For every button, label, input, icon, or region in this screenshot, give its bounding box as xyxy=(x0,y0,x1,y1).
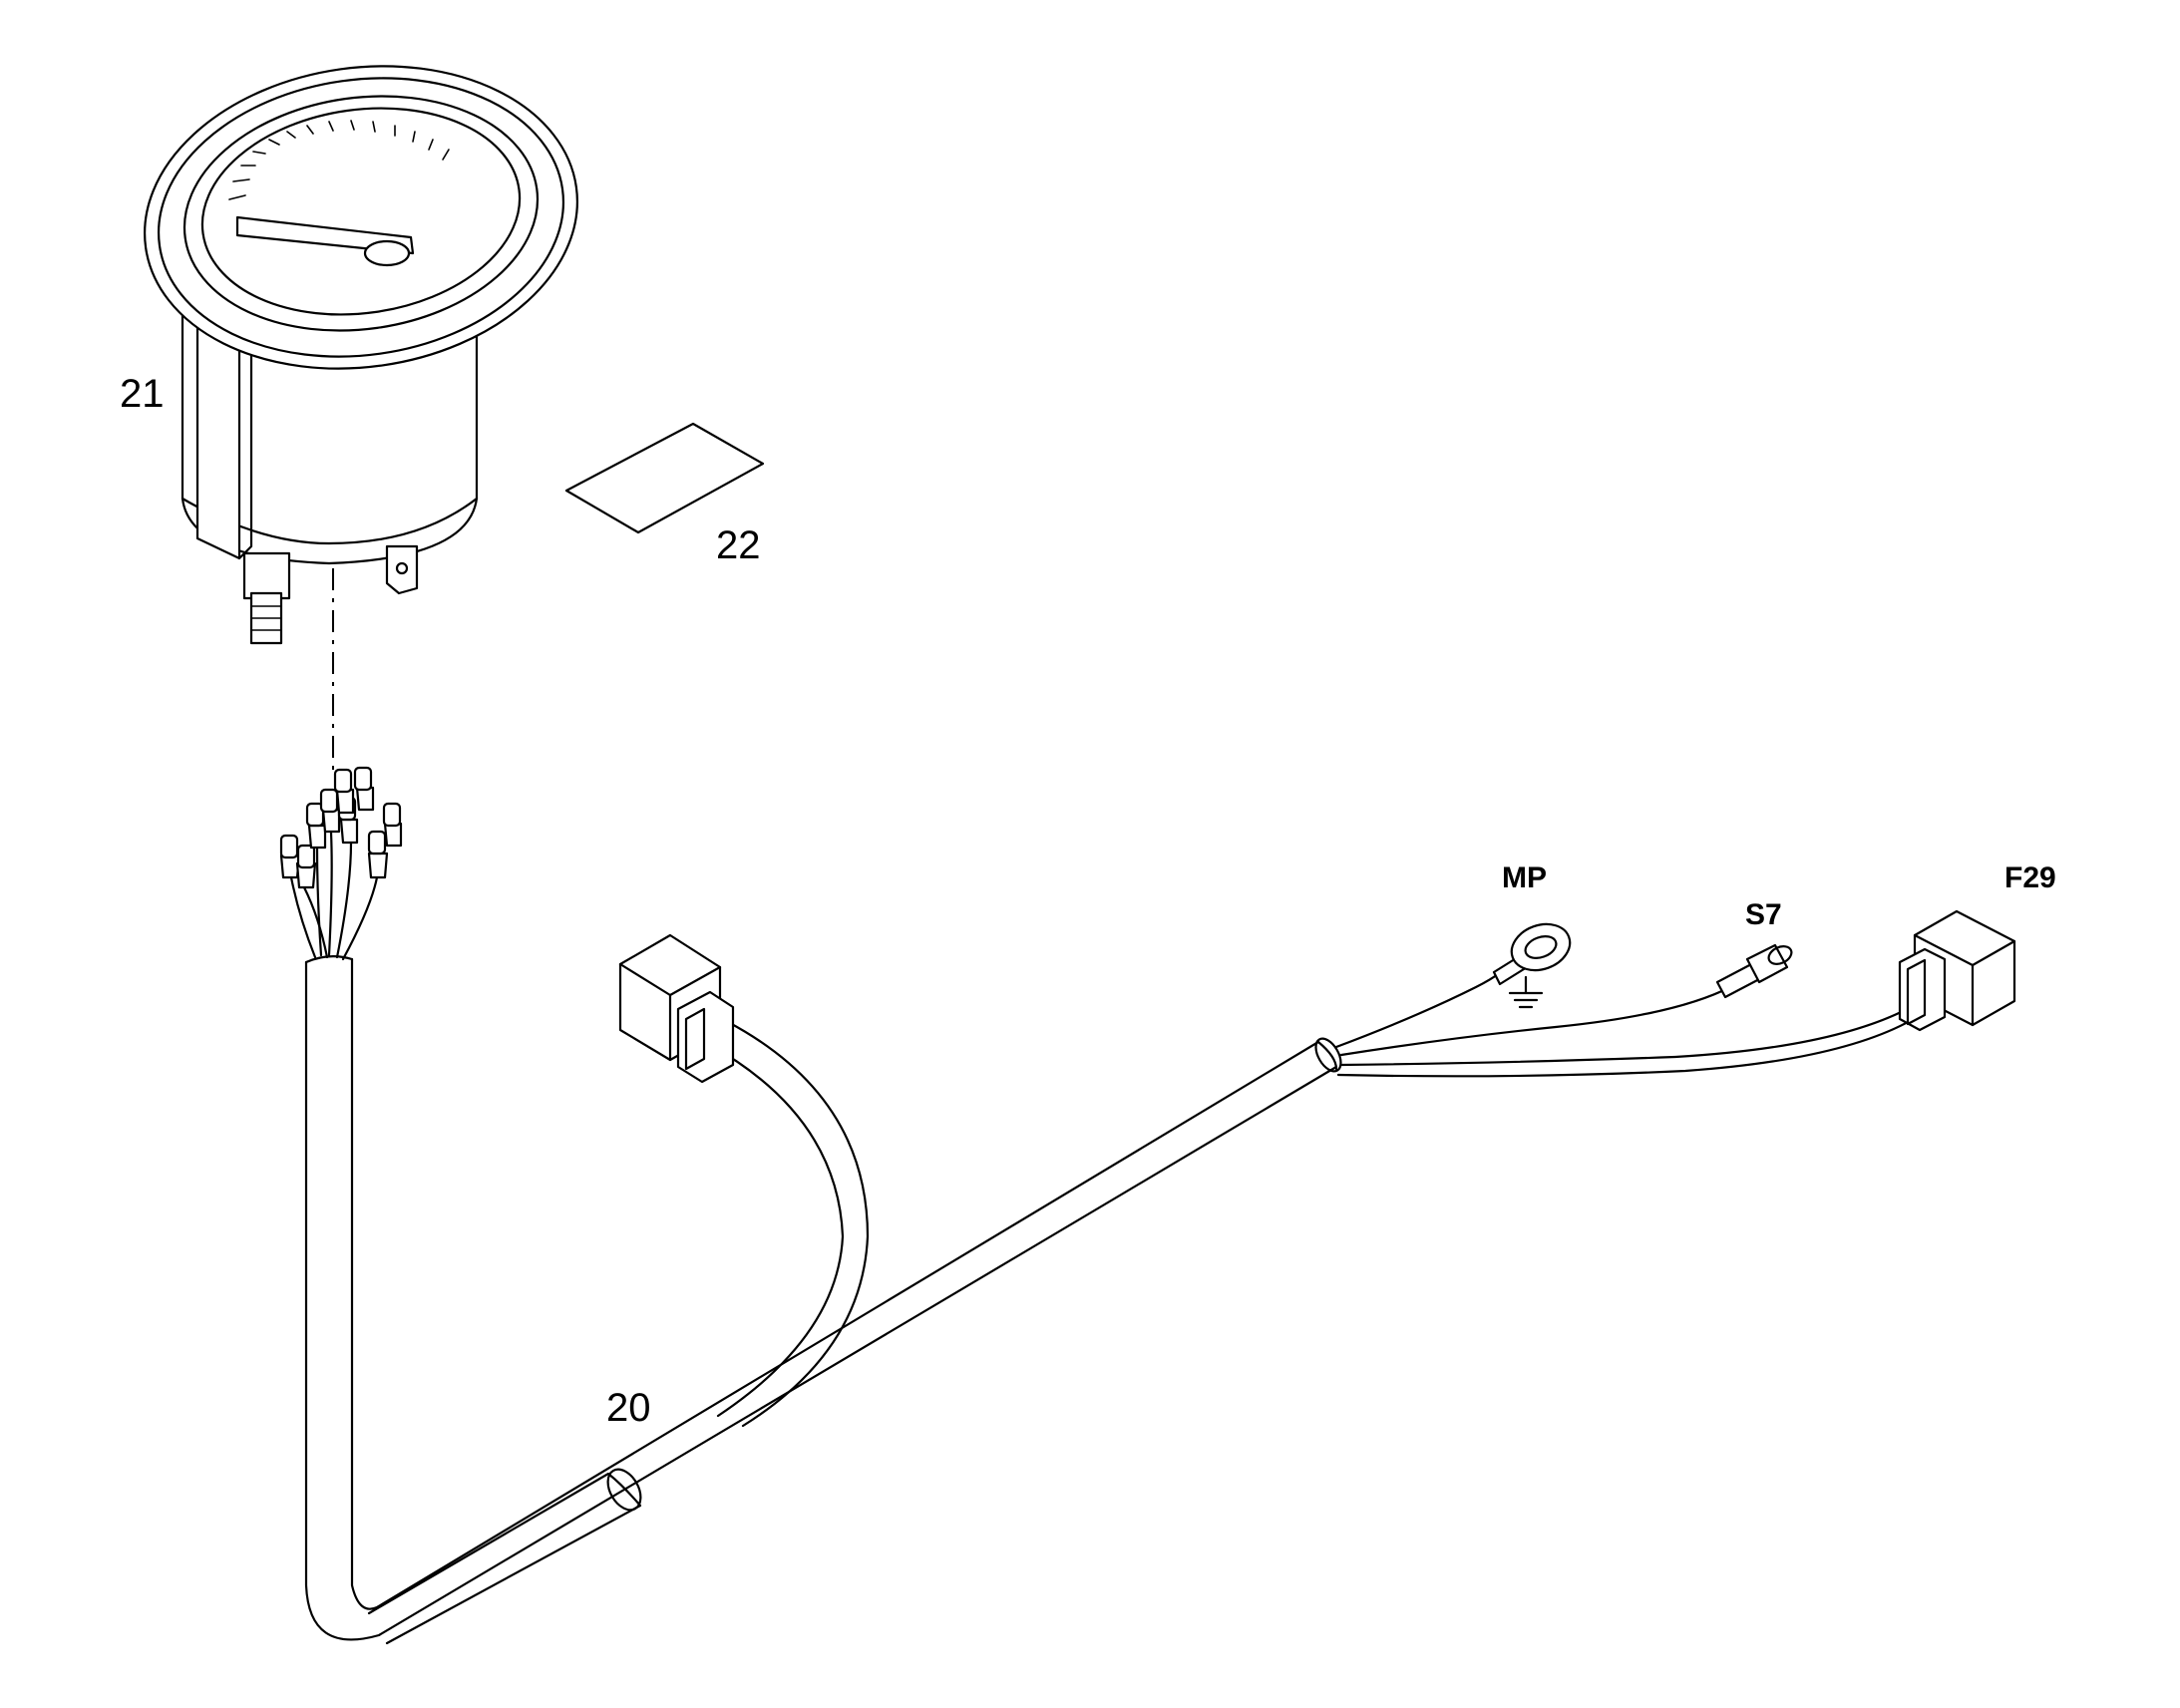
dial-ticks xyxy=(228,120,450,200)
callout-22: 22 xyxy=(716,523,761,567)
connector-label-s7: S7 xyxy=(1745,898,1782,931)
label-part-22 xyxy=(564,422,765,534)
gauge-part-21 xyxy=(144,65,578,645)
callout-21: 21 xyxy=(120,372,165,416)
callout-20: 20 xyxy=(606,1386,651,1430)
crimp-terminals xyxy=(279,766,403,889)
connector-label-mp: MP xyxy=(1502,861,1547,894)
connector-label-f29: F29 xyxy=(2004,861,2056,894)
harness-part-20 xyxy=(279,766,2016,1645)
